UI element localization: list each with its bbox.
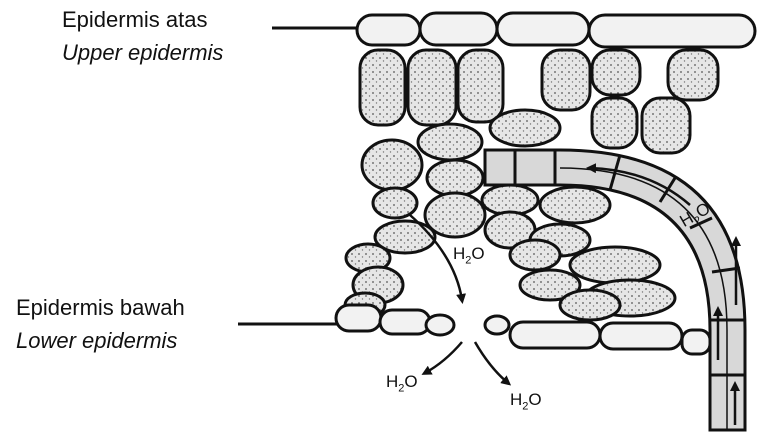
h2o-label-left: H2O <box>386 372 418 394</box>
h2o-label-mesophyll: H2O <box>453 244 485 266</box>
lower-epidermis-label: Epidermis bawah <box>16 295 185 321</box>
upper-epidermis-subtitle: Upper epidermis <box>62 40 223 66</box>
h2o-label-right: H2O <box>510 390 542 412</box>
upper-epidermis-label: Epidermis atas <box>62 7 208 33</box>
upper-epidermis-layer <box>357 13 755 47</box>
lower-epidermis-subtitle: Lower epidermis <box>16 328 177 354</box>
